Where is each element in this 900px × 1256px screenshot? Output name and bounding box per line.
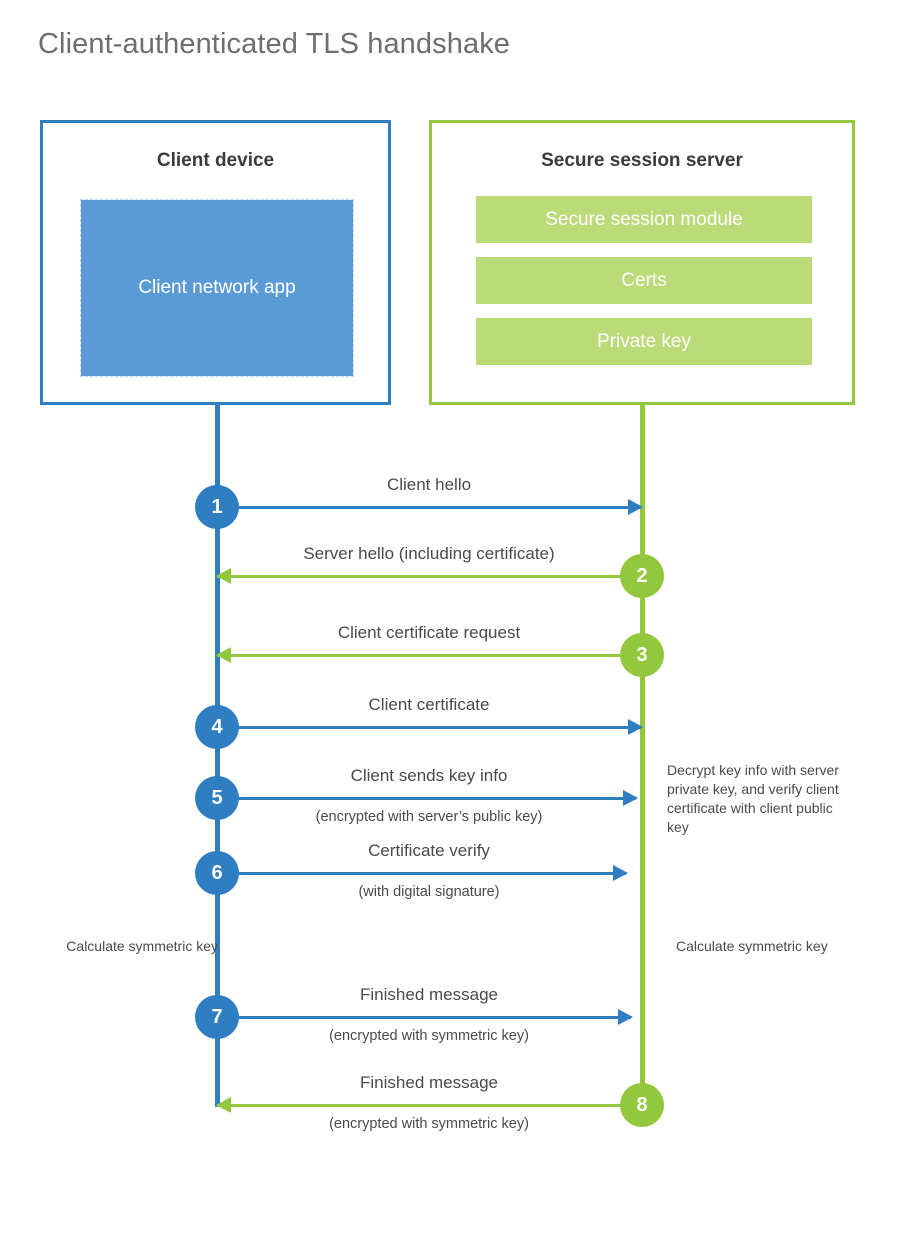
message-8-sublabel: (encrypted with symmetric key) [329, 1116, 529, 1132]
step-circle-7[interactable]: 7 [195, 995, 239, 1039]
step-circle-8[interactable]: 8 [620, 1083, 664, 1127]
client-device-box: Client device Client network app [40, 120, 391, 405]
message-6-label: Certificate verify [368, 841, 490, 860]
message-7-arrowhead-icon [618, 1009, 633, 1025]
step-circle-4[interactable]: 4 [195, 705, 239, 749]
message-5-label: Client sends key info [350, 766, 508, 785]
step-circle-2[interactable]: 2 [620, 554, 664, 598]
message-2-arrowhead-icon [216, 568, 231, 584]
client-network-app-block: Client network app [80, 199, 354, 377]
message-7-sublabel: (encrypted with symmetric key) [329, 1028, 529, 1044]
message-3-line [217, 654, 641, 657]
note-decrypt-key-info: Decrypt key info with server private key… [667, 762, 839, 835]
client-lifeline [215, 404, 220, 1107]
server-module-secure-session-module: Secure session module [476, 196, 812, 243]
page-title: Client-authenticated TLS handshake [38, 28, 511, 60]
client-device-title: Client device [156, 150, 275, 171]
secure-session-server-box: Secure session server Secure session mod… [429, 120, 855, 405]
message-7-line [217, 1016, 631, 1019]
message-4-line [217, 726, 641, 729]
secure-session-server-title: Secure session server [541, 150, 743, 171]
message-4-arrowhead-icon [628, 719, 643, 735]
message-8-label: Finished message [360, 1073, 498, 1092]
message-5-line [217, 797, 636, 800]
message-1-line [217, 506, 641, 509]
step-circle-1[interactable]: 1 [195, 485, 239, 529]
server-module-private-key: Private key [476, 318, 812, 365]
message-8-arrowhead-icon [216, 1097, 231, 1113]
message-3-arrowhead-icon [216, 647, 231, 663]
server-lifeline [640, 404, 645, 1106]
message-7-label: Finished message [360, 985, 498, 1004]
server-module-list: Secure session module Certs Private key [476, 196, 812, 379]
message-6-sublabel: (with digital signature) [358, 884, 500, 900]
message-5-arrowhead-icon [623, 790, 638, 806]
message-2-line [217, 575, 641, 578]
message-5-sublabel: (encrypted with server’s public key) [315, 809, 543, 825]
message-6-line [217, 872, 626, 875]
server-module-certs: Certs [476, 257, 812, 304]
message-6-arrowhead-icon [613, 865, 628, 881]
message-8-line [217, 1104, 641, 1107]
message-4-label: Client certificate [368, 695, 490, 714]
step-circle-5[interactable]: 5 [195, 776, 239, 820]
message-1-arrowhead-icon [628, 499, 643, 515]
message-2-label: Server hello (including certificate) [303, 544, 555, 563]
note-calculate-symmetric-key-client: Calculate symmetric key [66, 938, 218, 954]
step-circle-3[interactable]: 3 [620, 633, 664, 677]
message-3-label: Client certificate request [337, 623, 521, 642]
message-1-label: Client hello [386, 475, 472, 494]
step-circle-6[interactable]: 6 [195, 851, 239, 895]
note-calculate-symmetric-key-server: Calculate symmetric key [676, 938, 828, 954]
